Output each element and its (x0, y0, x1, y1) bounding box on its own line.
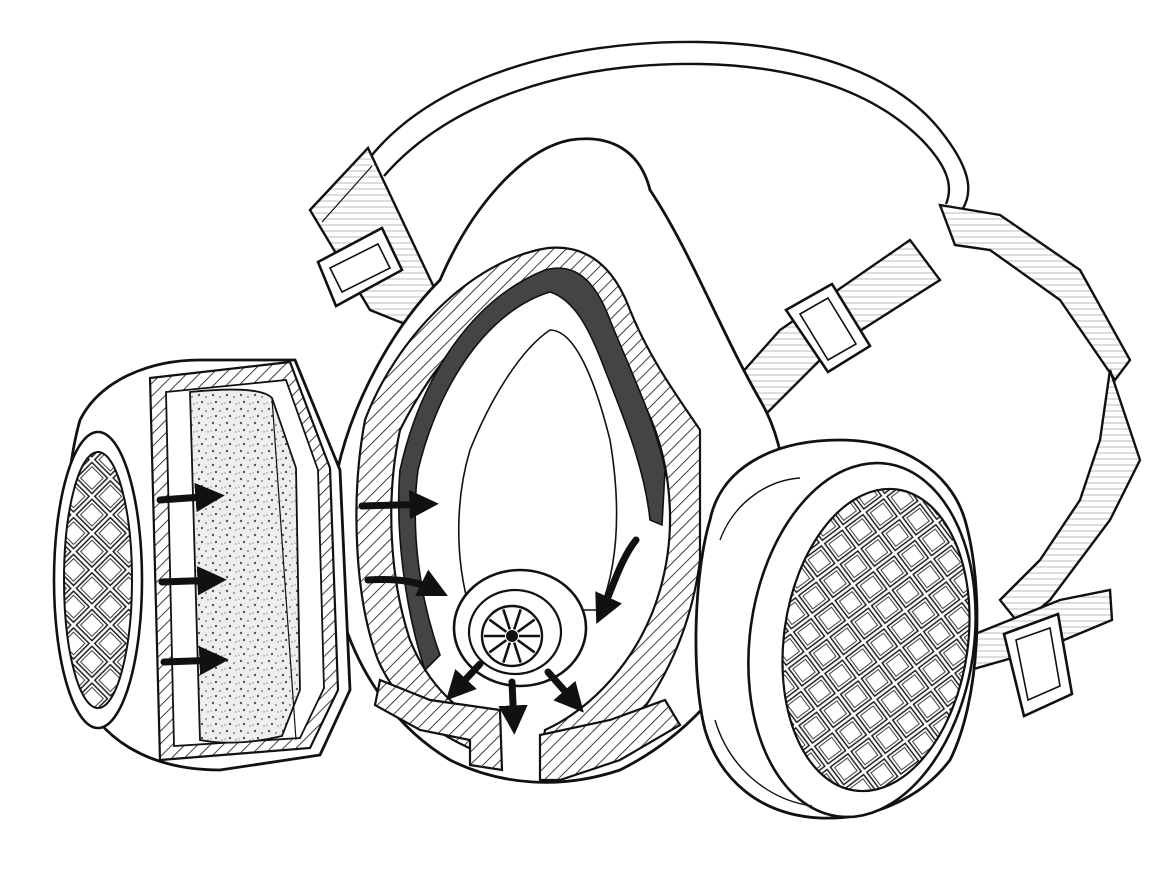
strap-buckle-lower (1002, 612, 1074, 718)
valve-spoke (512, 642, 522, 664)
valve-spoke (502, 608, 512, 630)
valve-spoke (502, 642, 512, 664)
strap-buckle-left (316, 226, 404, 308)
head-strap-upper (367, 40, 970, 211)
valve-spoke (512, 608, 522, 630)
strap-buckle-right (784, 282, 872, 374)
airflow-arrow-icon (364, 569, 448, 596)
filter-cartridge-left (52, 358, 352, 772)
airflow-exhale-arrows (445, 536, 640, 735)
airflow-arrow-icon (595, 536, 640, 625)
airflow-arrow-icon (156, 482, 225, 513)
valve-spoke (488, 639, 508, 654)
airflow-intake-arrows (156, 482, 448, 676)
valve-spoke (516, 618, 536, 633)
valve-spoke (516, 639, 536, 654)
filter-cartridge-right (694, 438, 979, 820)
airflow-arrow-icon (544, 668, 584, 713)
exhalation-valve (452, 568, 588, 688)
airflow-arrow-icon (160, 646, 229, 676)
airflow-arrow-icon (358, 489, 439, 520)
airflow-arrow-icon (498, 678, 528, 735)
airflow-arrow-icon (158, 566, 227, 596)
respirator-mask (328, 137, 788, 784)
airflow-arrow-icon (445, 660, 484, 701)
valve-spoke (488, 618, 508, 633)
